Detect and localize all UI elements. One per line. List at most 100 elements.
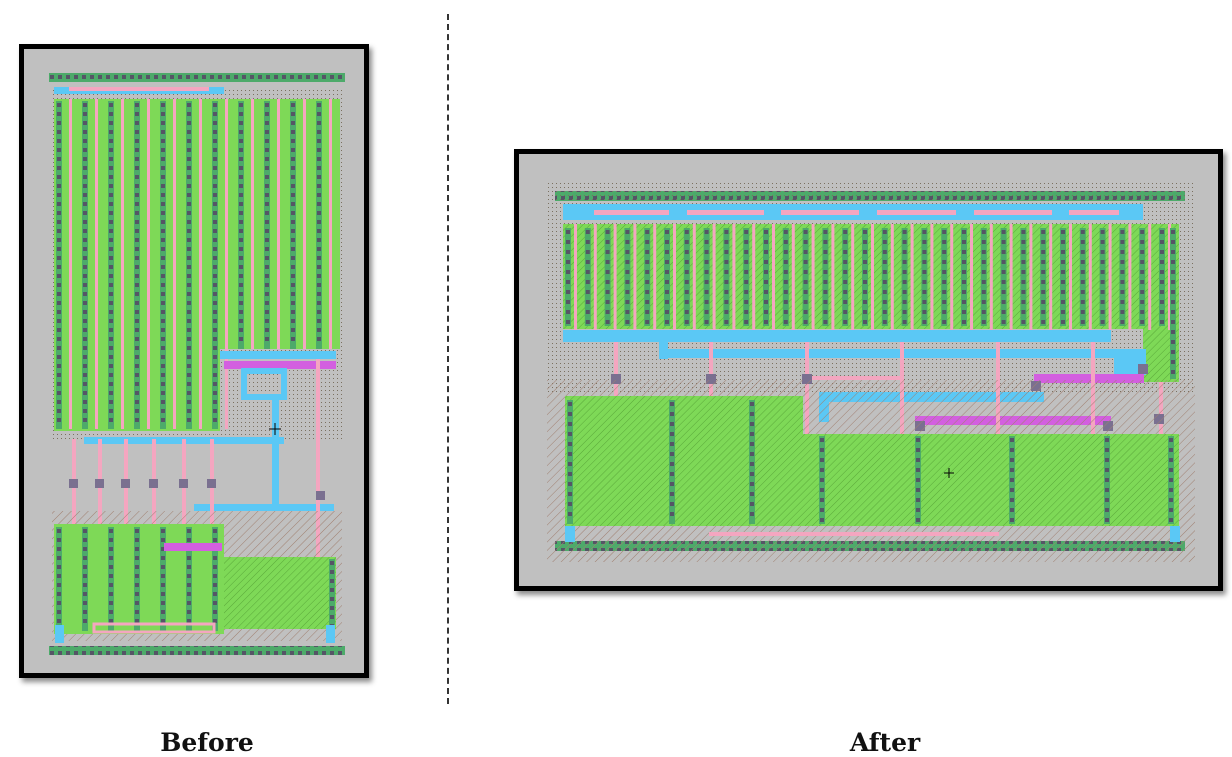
pmos-finger-contact [213,328,217,332]
nmos-active-right [224,557,336,629]
pmos-finger-contact [213,400,217,404]
nmos-finger-contact [330,579,334,583]
nmos-finger-contact [820,488,824,492]
pmos-finger-contact [1001,300,1006,304]
nmos-finger-contact [916,448,920,452]
pmos-finger-contact [863,320,867,324]
pmos-finger-contact [57,103,61,107]
pmos-finger-contact [1080,300,1085,304]
nmos-finger-contact [213,592,217,596]
pmos-finger-contact [213,166,217,170]
pmos-finger-contact [291,229,295,233]
pmos-finger-contact [1021,310,1026,314]
pmos-finger-contact [317,130,321,134]
metal1-right-foot [326,625,335,643]
pmos-finger-contact [803,290,808,294]
nmos-finger-contact [57,547,61,551]
pmos-finger-contact [161,328,165,332]
pmos-finger-contact [83,301,87,305]
nmos-finger-contact [187,610,191,614]
pmos-finger-contact [1041,290,1046,294]
pmos-finger-contact [1140,290,1145,294]
pmos-finger-contact [291,184,295,188]
pmos-finger-contact [161,247,165,251]
pmos-finger-contact [109,292,113,296]
nmos-finger-contact [750,462,754,466]
pmos-finger-contact [1021,230,1026,234]
pmos-finger-contact [291,193,295,197]
nmos-finger-contact [1010,488,1014,492]
pmos-finger-contact [605,240,610,244]
nmos-finger-contact [109,592,113,596]
pmos-finger-contact [291,256,295,260]
pmos-finger-contact [239,121,243,125]
pmos-finger-contact [1171,240,1175,244]
pmos-finger-contact [724,290,729,294]
pmos-finger-contact [83,112,87,116]
poly-via [802,374,812,384]
pmos-finger-contact [239,238,243,242]
nmos-finger-contact [1105,458,1109,462]
nmos-finger-contact [1105,488,1109,492]
pmos-finger-contact [882,280,887,284]
pmos-finger-contact [724,230,729,234]
pmos-finger-contact [605,290,610,294]
nmos-finger-contact [135,610,139,614]
nmos-finger-contact [57,556,61,560]
pmos-finger-contact [83,121,87,125]
pmos-finger-contact [187,220,191,224]
pmos-finger-contact [239,112,243,116]
pmos-finger-contact [1100,310,1105,314]
pmos-finger-contact [1100,250,1105,254]
pmos-finger-contact [843,260,848,264]
pmos-finger-contact [317,292,321,296]
nmos-finger-contact [161,601,165,605]
pmos-finger-contact [843,300,848,304]
pmos-finger-strip [1040,228,1047,326]
pmos-finger-contact [566,290,570,294]
nmos-finger-contact [161,619,165,623]
pmos-finger-contact [981,260,986,264]
pmos-finger-contact [605,270,610,274]
pmos-finger-contact [57,130,61,134]
pmos-finger-contact [135,265,139,269]
poly-bracket [877,210,956,215]
pmos-finger-contact [239,211,243,215]
pmos-finger-contact [1001,310,1006,314]
pmos-finger-contact [239,337,243,341]
nmos-finger-contact [330,615,334,619]
nmos-finger-contact [330,606,334,610]
pmos-finger-contact [265,193,269,197]
pmos-finger-contact [317,112,321,116]
pmos-finger-contact [291,328,295,332]
pmos-finger-contact [1080,290,1085,294]
pmos-finger-contact [187,391,191,395]
pmos-finger-contact [1080,250,1085,254]
pmos-finger-contact [135,112,139,116]
pmos-finger-strip [1099,228,1106,326]
pmos-finger-contact [942,250,947,254]
pmos-finger-contact [213,103,217,107]
pmos-finger-contact [109,130,113,134]
pmos-finger-contact [605,310,610,314]
pmos-finger-contact [1021,240,1026,244]
pmos-finger-contact [1041,320,1046,324]
pmos-finger-contact [109,400,113,404]
pmos-finger-contact [1171,290,1175,294]
pmos-finger-strip [624,228,631,326]
pmos-finger-contact [1140,240,1145,244]
pmos-finger-contact [863,260,867,264]
pmos-finger-contact [1041,270,1046,274]
pmos-finger-contact [161,256,165,260]
pmos-finger-contact [57,211,61,215]
nmos-finger-contact [1169,508,1173,512]
pmos-finger-contact [239,328,243,332]
pmos-finger-contact [684,230,689,234]
pmos-finger-contact [109,139,113,143]
nmos-finger-contact [568,452,572,456]
pmos-finger-strip [941,228,948,326]
pmos-finger-contact [109,355,113,359]
pmos-finger-contact [1120,300,1125,304]
pmos-finger-contact [187,202,191,206]
pmos-finger-contact [161,391,165,395]
